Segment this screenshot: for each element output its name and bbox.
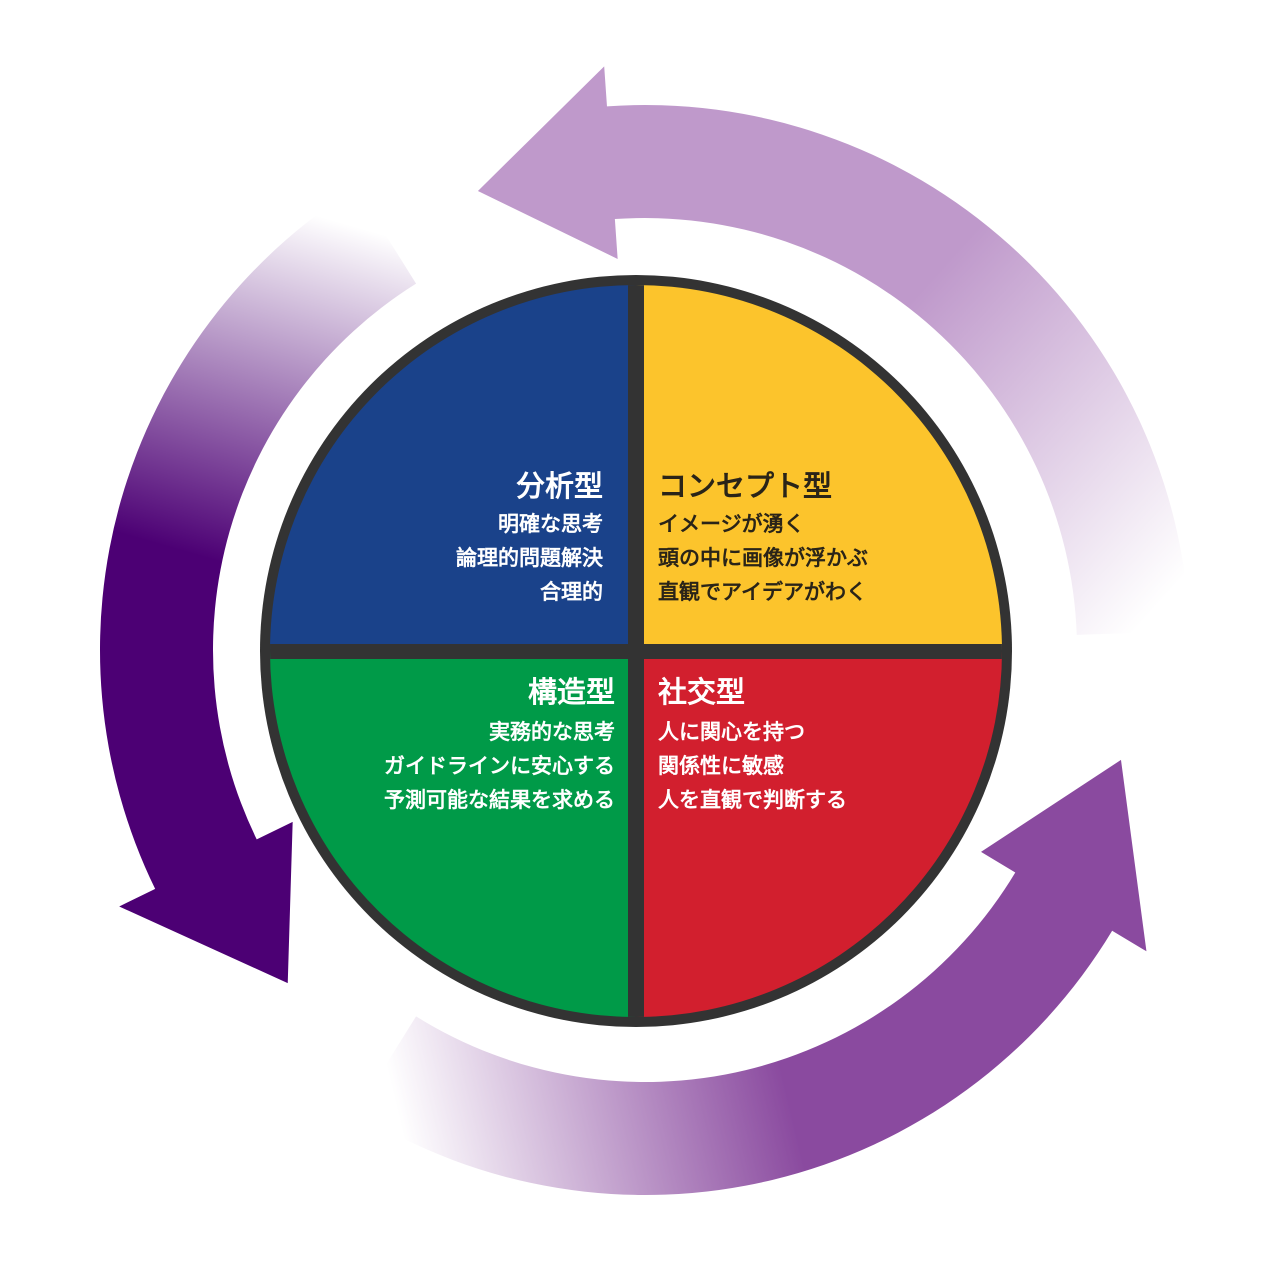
conceptual-text: コンセプト型 イメージが湧く 頭の中に画像が浮かぶ 直観でアイデアがわく — [658, 469, 868, 604]
structural-line: ガイドラインに安心する — [384, 754, 615, 778]
analytical-text: 分析型 明確な思考 論理的問題解決 合理的 — [456, 469, 604, 604]
structural-title: 構造型 — [528, 675, 615, 709]
analytical-line: 論理的問題解決 — [456, 546, 604, 570]
social-text: 社交型 人に関心を持つ 関係性に敏感 人を直観で判断する — [658, 675, 847, 812]
structural-line: 予測可能な結果を求める — [384, 788, 615, 812]
quadrant-circle — [260, 275, 1012, 1027]
structural-line: 実務的な思考 — [489, 720, 615, 744]
analytical-line: 合理的 — [540, 580, 603, 604]
arrow-top-right — [477, 66, 1190, 635]
social-title: 社交型 — [658, 675, 745, 709]
social-line: 人に関心を持つ — [658, 720, 805, 744]
horizontal-divider — [270, 644, 1002, 659]
analytical-line: 明確な思考 — [498, 512, 603, 536]
analytical-title: 分析型 — [516, 469, 603, 503]
social-line: 関係性に敏感 — [658, 754, 784, 778]
cycle-arrows — [99, 66, 1190, 1195]
conceptual-line: 直観でアイデアがわく — [658, 580, 867, 604]
conceptual-line: イメージが湧く — [658, 512, 805, 536]
social-line: 人を直観で判断する — [658, 788, 847, 812]
conceptual-line: 頭の中に画像が浮かぶ — [658, 546, 868, 570]
arrow-bottom — [356, 759, 1147, 1195]
arrow-left — [99, 187, 417, 984]
conceptual-title: コンセプト型 — [658, 469, 832, 503]
structural-text: 構造型 実務的な思考 ガイドラインに安心する 予測可能な結果を求める — [384, 675, 615, 812]
